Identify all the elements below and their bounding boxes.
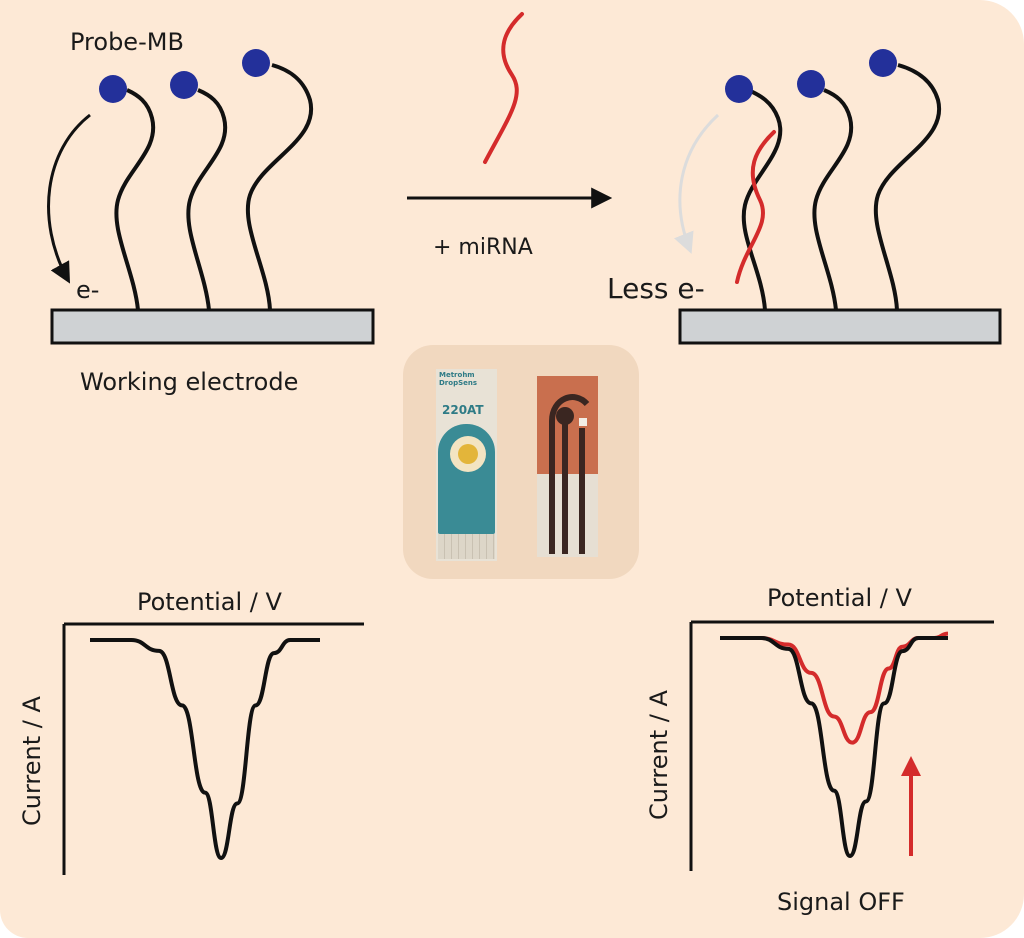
screen-printed-electrode-blue: Metrohm DropSens 220AT	[436, 369, 497, 561]
right-probe-strand-2	[812, 88, 854, 311]
x-axis-label: Potential / V	[137, 588, 282, 616]
redox-tag-icon	[797, 70, 825, 98]
electrode-model: 220AT	[442, 403, 484, 417]
electrode-label: Working electrode	[80, 368, 298, 396]
right-probe-strand-3	[873, 63, 942, 311]
redox-tag-icon	[725, 75, 753, 103]
y-axis-label: Current / A	[645, 690, 673, 820]
chart-before: Potential / V Current / A	[18, 588, 364, 875]
electrode-traces-icon	[549, 394, 590, 554]
brand-line2: DropSens	[439, 379, 478, 387]
reaction-label: + miRNA	[433, 235, 533, 260]
electrode-contacts	[438, 534, 495, 559]
redox-tag-icon	[242, 49, 270, 77]
y-axis-label: Current / A	[18, 696, 46, 826]
sensor-photo: Metrohm DropSens 220AT	[403, 345, 639, 579]
series-line-probe-mb	[719, 635, 948, 859]
chart-after: Potential / V Current / A Signal OFF	[645, 584, 994, 916]
reaction: + miRNA	[407, 12, 613, 260]
redox-tag-icon	[170, 71, 198, 99]
mirna-strand-icon	[483, 12, 524, 164]
faded-curved-arrow-icon	[674, 113, 720, 254]
x-axis-label: Potential / V	[767, 584, 912, 612]
hybridized-mirna-icon	[735, 130, 776, 284]
right-scheme: Less e-	[607, 49, 1002, 345]
curved-arrow-icon	[47, 113, 91, 284]
left-probe-strand-2	[186, 88, 228, 311]
left-probe-strand-1	[114, 88, 156, 311]
left-scheme: Probe-MB e- Working electrode	[47, 28, 375, 396]
signal-off-annotation: Signal OFF	[777, 888, 905, 916]
series-line-probe-mb	[89, 638, 320, 861]
right-working-electrode	[678, 308, 1002, 345]
right-probe-strand-1	[741, 88, 783, 311]
redox-tag-icon	[99, 75, 127, 103]
left-working-electrode	[50, 308, 375, 345]
less-electron-label: Less e-	[607, 272, 705, 305]
electrode-working-area-icon	[450, 436, 486, 472]
redox-tag-icon	[869, 49, 897, 77]
brand-line1: Metrohm	[439, 371, 475, 379]
series-line--mirna	[719, 631, 949, 745]
screen-printed-electrode-red	[537, 376, 598, 557]
left-probe-strand-3	[245, 63, 314, 311]
probe-label: Probe-MB	[70, 28, 184, 56]
electron-label: e-	[76, 276, 99, 304]
